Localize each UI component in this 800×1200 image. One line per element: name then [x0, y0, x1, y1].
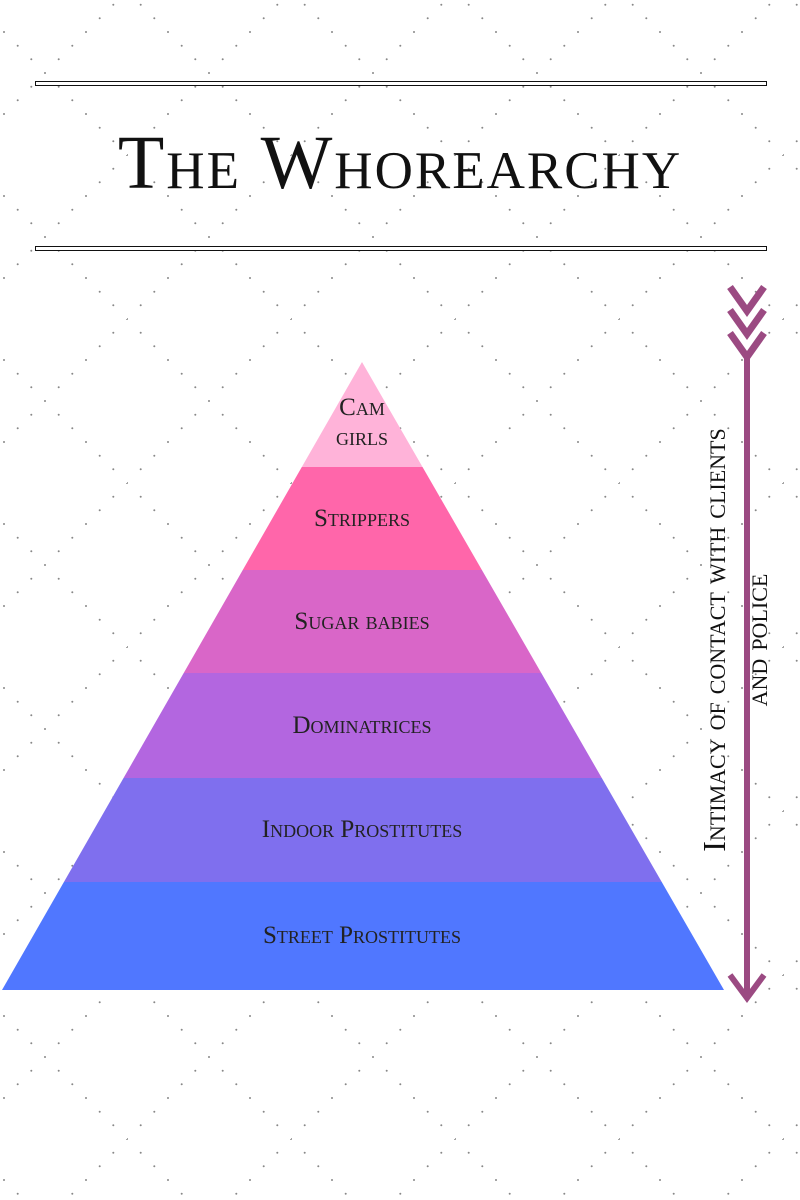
tier-label: Street Prostitutes — [262, 922, 462, 949]
tier-label: Cam girls — [335, 393, 388, 451]
pyramid-tier — [242, 467, 482, 570]
chevron-icon — [727, 330, 767, 364]
arrow-shaft — [744, 355, 750, 995]
arrowhead-icon — [727, 973, 767, 1004]
pyramid-tier — [123, 673, 602, 778]
page-title: The Whorearchy — [117, 121, 683, 205]
pyramid-tier — [2, 882, 724, 990]
pyramid-tier — [301, 362, 423, 467]
chevron-icon — [727, 307, 767, 341]
tier-label: Strippers — [314, 504, 410, 532]
title-rule-bottom — [35, 246, 767, 251]
tier-label: Indoor Prostitutes — [261, 816, 463, 843]
pyramid-tier — [63, 778, 662, 882]
chevron-icon — [727, 284, 767, 318]
tier-label: Sugar babies — [294, 607, 430, 635]
tier-label: Dominatrices — [292, 711, 432, 739]
pyramid-tier — [183, 570, 542, 673]
title-rule-top — [35, 81, 767, 86]
